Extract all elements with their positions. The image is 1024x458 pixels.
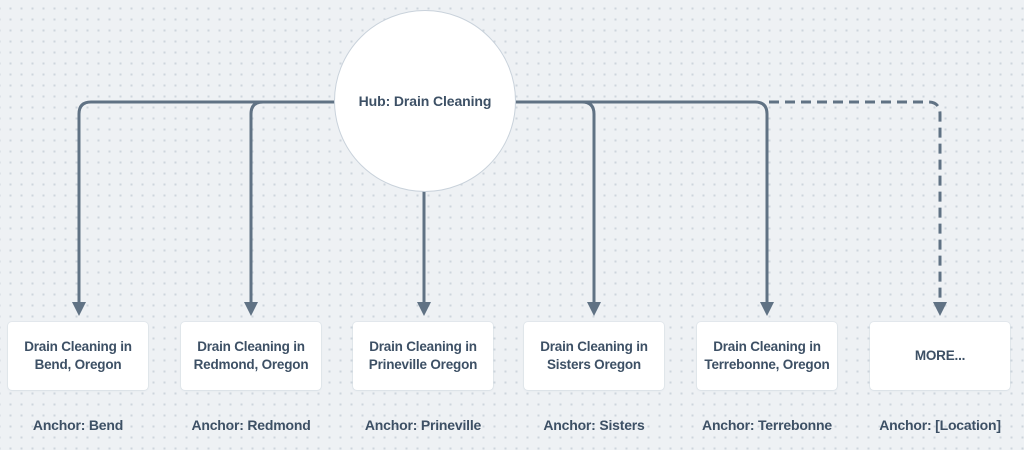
hub-node: Hub: Drain Cleaning	[334, 10, 516, 192]
anchor-label-sisters: Anchor: Sisters	[543, 417, 645, 433]
node-label-line2: Prineville Oregon	[368, 357, 478, 372]
anchor-label-redmond: Anchor: Redmond	[191, 417, 311, 433]
node-label-line1: Drain Cleaning in	[369, 339, 477, 354]
connector-more-dashed	[769, 100, 942, 300]
arrowhead-prineville	[417, 302, 431, 316]
node-bend: Drain Cleaning in Bend, Oregon	[8, 322, 148, 390]
connector-redmond	[249, 100, 425, 302]
anchor-label-bend: Anchor: Bend	[32, 417, 124, 433]
node-more: MORE...	[870, 322, 1010, 390]
connector-terrebonne	[425, 100, 769, 302]
node-terrebonne: Drain Cleaning in Terrebonne, Oregon	[697, 322, 837, 390]
arrowhead-terrebonne	[760, 302, 774, 316]
node-label-line1: Drain Cleaning in	[540, 339, 648, 354]
node-label-line1: Drain Cleaning in	[197, 339, 305, 354]
node-label-line2: Bend, Oregon	[34, 357, 122, 372]
node-prineville: Drain Cleaning in Prineville Oregon	[353, 322, 493, 390]
hub-label: Hub: Drain Cleaning	[358, 93, 492, 109]
node-label-line1: Drain Cleaning in	[713, 339, 821, 354]
arrowhead-bend	[72, 302, 86, 316]
arrowhead-more	[933, 302, 947, 316]
node-redmond: Drain Cleaning in Redmond, Oregon	[181, 322, 321, 390]
node-label-line1: Drain Cleaning in	[24, 339, 132, 354]
arrowhead-redmond	[244, 302, 258, 316]
node-label-line2: Sisters Oregon	[547, 357, 641, 372]
anchor-label-more: Anchor: [Location]	[879, 417, 1001, 433]
node-label-line1: MORE...	[914, 348, 966, 363]
node-label-line2: Redmond, Oregon	[193, 357, 309, 372]
anchor-label-prineville: Anchor: Prineville	[364, 417, 482, 433]
bottom-white-strip	[0, 450, 1024, 458]
connector-bend	[77, 100, 425, 302]
node-label-line2: Terrebonne, Oregon	[704, 357, 830, 372]
anchor-label-terrebonne: Anchor: Terrebonne	[702, 417, 832, 433]
arrowhead-sisters	[587, 302, 601, 316]
node-sisters: Drain Cleaning in Sisters Oregon	[524, 322, 664, 390]
